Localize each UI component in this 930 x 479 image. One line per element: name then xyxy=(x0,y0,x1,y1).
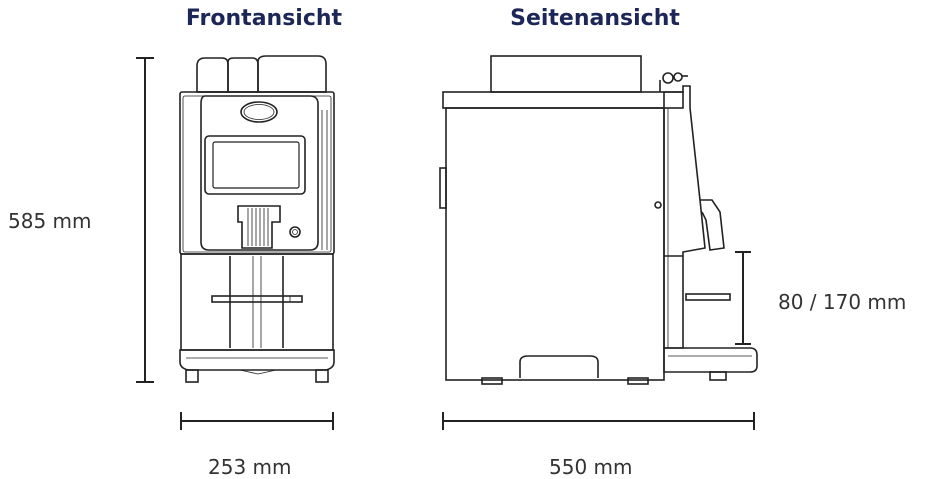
front-width-dimension-label: 253 mm xyxy=(208,455,292,479)
foot-right xyxy=(315,369,329,383)
side-view-machine xyxy=(439,55,758,385)
bean-hopper-middle xyxy=(227,57,259,93)
brand-logo xyxy=(240,101,278,123)
control-panel xyxy=(200,95,319,251)
side-drip-tray xyxy=(663,347,758,373)
side-handle xyxy=(439,167,447,209)
side-foot-front xyxy=(709,371,727,381)
side-foot-right xyxy=(627,377,649,385)
front-width-dimension-line xyxy=(180,412,334,430)
cup-height-dimension-line xyxy=(735,251,751,345)
display-screen xyxy=(204,135,306,195)
front-body xyxy=(179,91,335,255)
coffee-outlet xyxy=(237,205,281,249)
foot-left xyxy=(185,369,199,383)
drip-tray xyxy=(179,349,335,371)
front-column xyxy=(663,85,706,349)
height-dimension-label: 585 mm xyxy=(8,209,92,233)
cup-support xyxy=(211,295,303,303)
key-icon xyxy=(659,72,688,92)
side-lock xyxy=(654,201,662,209)
side-cup-support xyxy=(685,293,731,301)
cup-height-dimension-label: 80 / 170 mm xyxy=(778,290,907,314)
side-panel xyxy=(445,107,665,381)
side-foot-left xyxy=(481,377,503,385)
side-view-title: Seitenansicht xyxy=(510,6,680,31)
bean-hopper-right xyxy=(257,55,327,93)
bean-hopper-left xyxy=(196,57,229,93)
front-view-title: Frontansicht xyxy=(185,6,343,31)
power-button xyxy=(289,226,301,238)
side-depth-dimension-line xyxy=(442,412,755,430)
side-depth-dimension-label: 550 mm xyxy=(549,455,633,479)
front-view-machine xyxy=(179,55,335,383)
height-dimension-line xyxy=(136,57,154,383)
side-grip xyxy=(519,355,599,378)
side-outlet xyxy=(700,199,725,251)
side-hopper xyxy=(490,55,642,93)
